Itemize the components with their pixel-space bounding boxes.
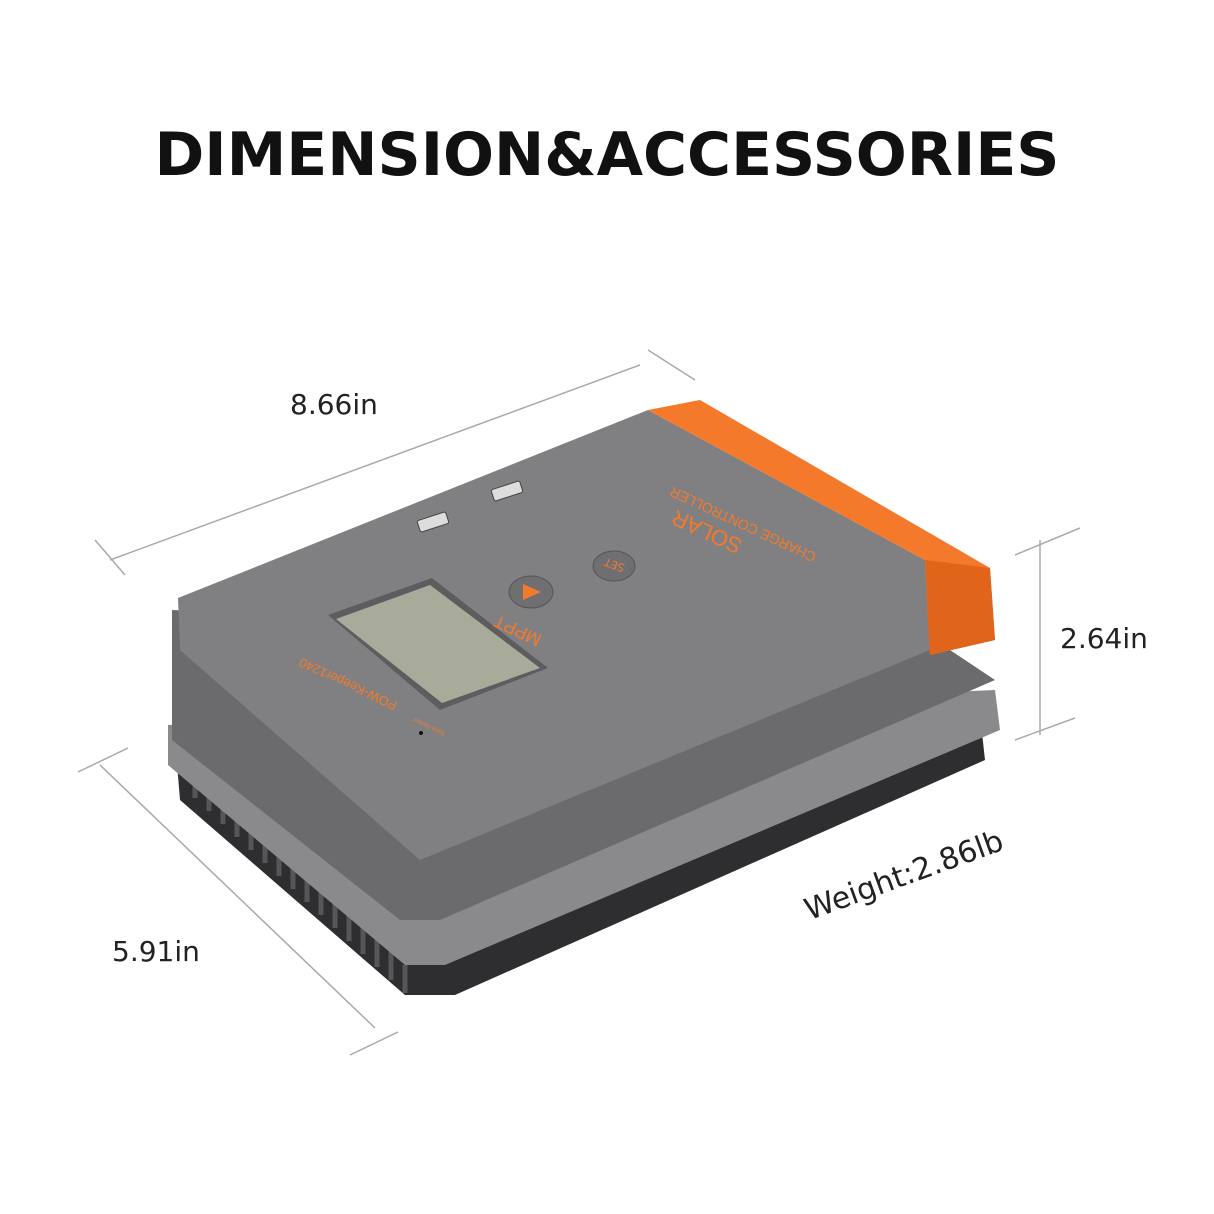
- set-button[interactable]: SET: [592, 550, 636, 582]
- width-label: 5.91in: [112, 935, 200, 968]
- length-dimension-line: [109, 364, 641, 561]
- mppt-button[interactable]: [508, 575, 554, 609]
- body-top: [178, 410, 930, 860]
- lcd-screen: [328, 578, 548, 710]
- length-label: 8.66in: [290, 388, 378, 421]
- page-title: DIMENSION&ACCESSORIES: [154, 120, 1060, 190]
- play-icon: [523, 584, 541, 600]
- width-dimension-line: [99, 764, 376, 1029]
- dimension-lines: [77, 349, 1081, 1056]
- height-label: 2.64in: [1060, 622, 1148, 655]
- temp-sensor-hole: [419, 731, 423, 735]
- usb-ports: [416, 480, 524, 533]
